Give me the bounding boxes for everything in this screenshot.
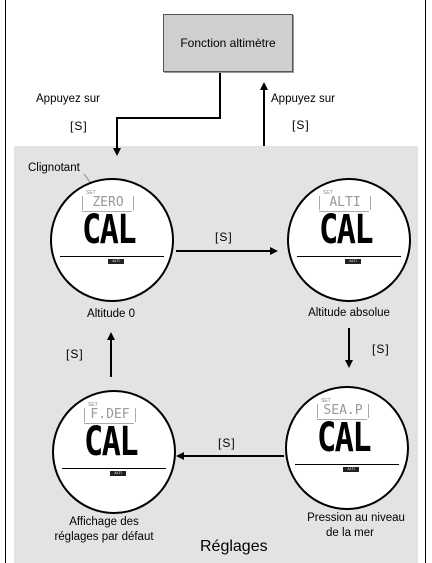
watch-cal-text: CAL	[84, 419, 139, 465]
watch-seap: SET SEA.P CAL ALTI	[285, 386, 409, 510]
watch-mode-text: F.DEF	[84, 408, 136, 422]
right-frame-line	[425, 0, 426, 563]
watch-cal-text: CAL	[319, 207, 374, 253]
watch-divider	[297, 256, 401, 257]
watch-alti-badge: ALTI	[343, 467, 359, 472]
watch-alti-badge: ALTI	[110, 471, 126, 476]
caption-default-settings-line1: Affichage des	[69, 516, 139, 528]
watch-cal-text: CAL	[82, 207, 137, 253]
set-indicator-icon: SET	[321, 398, 331, 404]
right-press-key: [S]	[292, 118, 310, 132]
caption-altitude-absolute: Altitude absolue	[308, 307, 390, 319]
set-indicator-icon: SET	[88, 402, 98, 408]
caption-sea-pressure-line2: de la mer	[326, 527, 374, 539]
blinking-label: Clignotant	[28, 162, 80, 174]
left-press-key: [S]	[70, 119, 88, 133]
caption-default-settings-line2: réglages par défaut	[54, 531, 154, 543]
watch-mode-text: ALTI	[319, 196, 371, 210]
watch-mode-text: ZERO	[82, 196, 134, 210]
settings-panel-title: Réglages	[200, 538, 268, 555]
mode-underline	[319, 211, 369, 212]
watch-divider	[62, 468, 166, 469]
watch-divider	[60, 256, 164, 257]
arrow-box-to-zero	[113, 73, 221, 156]
key-label-top: [S]	[215, 230, 233, 244]
right-press-line1: Appuyez sur	[271, 93, 335, 105]
key-label-bottom: [S]	[218, 436, 236, 450]
watch-mode-text: SEA.P	[317, 404, 369, 418]
caption-altitude-zero: Altitude 0	[87, 308, 135, 320]
altimeter-function-label: Fonction altimètre	[180, 36, 276, 50]
watch-alti-badge: ALTI	[108, 259, 124, 264]
mode-underline	[84, 423, 134, 424]
caption-sea-pressure-line1: Pression au niveau	[307, 512, 405, 524]
watch-cal-text: CAL	[317, 415, 372, 461]
left-press-line1: Appuyez sur	[36, 93, 100, 105]
key-label-right: [S]	[372, 342, 390, 356]
watch-divider	[295, 464, 399, 465]
mode-underline	[82, 211, 132, 212]
key-label-left: [S]	[66, 347, 84, 361]
mode-underline	[317, 419, 367, 420]
watch-alti: SET ALTI CAL ALTI	[287, 178, 411, 302]
set-indicator-icon: SET	[86, 190, 96, 196]
altimeter-function-box: Fonction altimètre	[163, 14, 293, 72]
watch-alti-badge: ALTI	[345, 259, 361, 264]
left-frame-line	[5, 0, 6, 563]
watch-fdef: SET F.DEF CAL ALTI	[52, 390, 176, 514]
watch-zero: SET ZERO CAL ALTI	[50, 178, 174, 302]
set-indicator-icon: SET	[323, 190, 333, 196]
